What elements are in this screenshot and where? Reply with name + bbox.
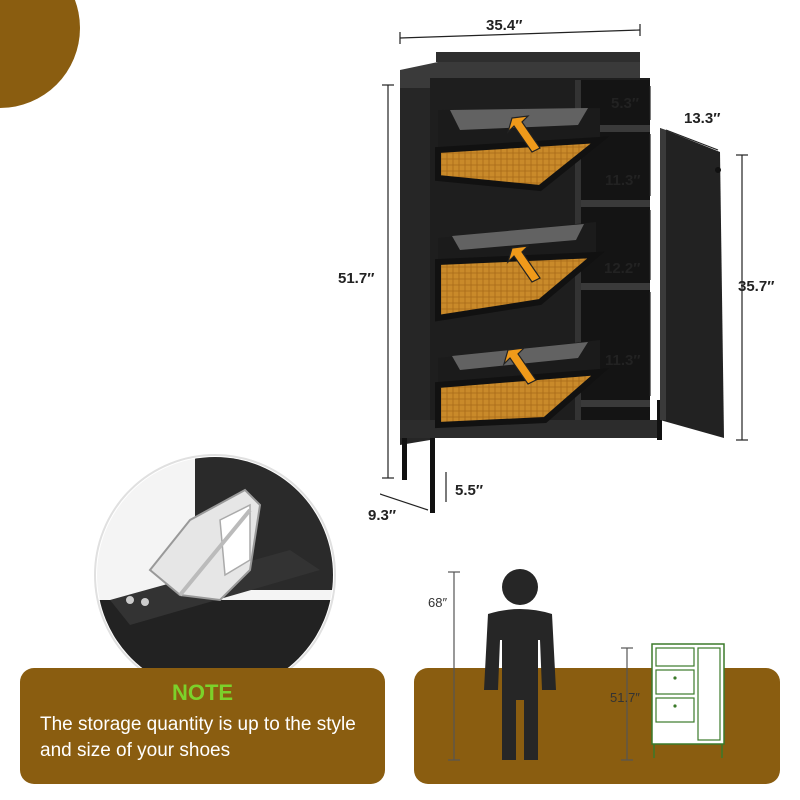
- note-panel: [20, 668, 385, 784]
- note-text: The storage quantity is up to the style …: [40, 714, 356, 761]
- shoe-cabinet-illustration: [380, 24, 748, 513]
- corner-decoration: [0, 0, 80, 108]
- shelf-mid2-label: 12.2″: [604, 260, 641, 277]
- drawer-depth-label: 9.3″: [368, 507, 397, 524]
- cabinet-height-label: 51.7″: [610, 690, 640, 705]
- height-label: 51.7″: [338, 270, 375, 287]
- up-arrow-icon: [502, 115, 541, 385]
- note-title: NOTE: [171, 680, 234, 705]
- person-icon: [484, 569, 556, 760]
- depth-label: 13.3″: [684, 110, 721, 127]
- shelf-mid1-label: 11.3″: [605, 172, 641, 189]
- person-height-label: 68″: [428, 595, 448, 610]
- leg-height-label: 5.5″: [455, 482, 484, 499]
- cabinet-icon: [651, 643, 725, 758]
- door-height-label: 35.7″: [738, 278, 775, 295]
- hinge-detail-icon: [94, 454, 336, 696]
- flip-drawer-2: [435, 222, 605, 322]
- shelf-top-label: 5.3″: [611, 95, 640, 112]
- scale-comparison-graphic: [448, 569, 725, 761]
- width-label: 35.4″: [486, 17, 523, 34]
- shelf-bottom-label: 11.3″: [605, 352, 641, 369]
